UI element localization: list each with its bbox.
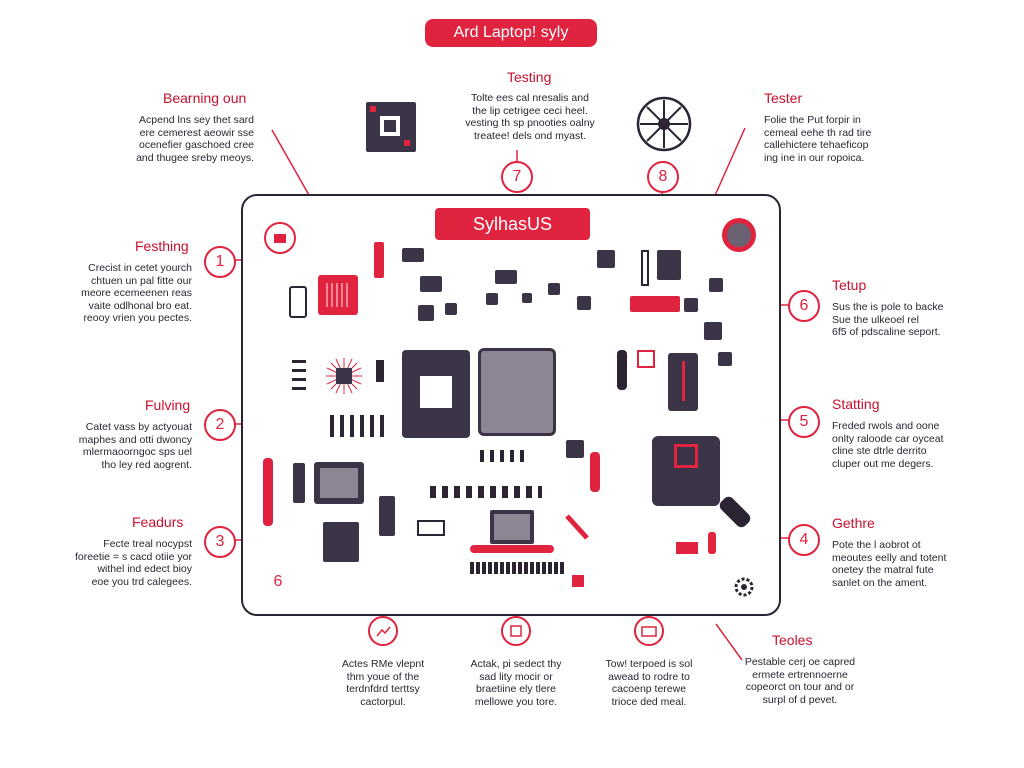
gpu-chip [478, 348, 556, 436]
cpu-chip [402, 350, 470, 438]
diagram-title: Ard Laptop! syly [425, 19, 597, 47]
resistor-row [480, 450, 524, 462]
small-chip [704, 322, 722, 340]
callout-text-tetup: Sus the is pole to backe Sue the ulkeoel… [832, 301, 944, 338]
device-icon [501, 616, 531, 646]
slot-connector [293, 463, 305, 503]
callout-text-bottom-left: Actes RMe vlepnt thm youe of the terdnfd… [341, 658, 425, 708]
step-number-4: 4 [788, 524, 820, 556]
callout-text-statting: Freded rwols and oone onlty raloode car … [832, 420, 944, 470]
cable-connector [430, 486, 542, 498]
callout-heading-teoles: Teoles [772, 632, 813, 648]
slot-connector [641, 250, 649, 286]
small-chip [445, 303, 457, 315]
red-block [676, 542, 698, 554]
small-chip [548, 283, 560, 295]
red-bar [470, 545, 554, 553]
step-number-2: 2 [204, 409, 236, 441]
small-chip [657, 250, 681, 280]
probe-tool [617, 350, 627, 390]
callout-text-festhing: Crecist in cetet yourch chtuen un pal fi… [81, 262, 192, 324]
callout-text-fulving: Catet vass by actyouat maphes and otti d… [78, 421, 192, 471]
step-number-5: 5 [788, 406, 820, 438]
callout-text-gethre: Pote the l aobrot ot meoutes eelly and t… [832, 539, 947, 589]
phone-icon [289, 286, 307, 318]
red-module [318, 275, 358, 315]
red-connector [630, 296, 680, 312]
small-chip [495, 270, 517, 284]
red-probe [708, 532, 716, 554]
pin-header [470, 562, 566, 574]
step-number-3: 3 [204, 526, 236, 558]
leader-line-teoles [715, 623, 743, 661]
controller-chip [490, 510, 534, 544]
callout-text-beaming: Acpend lns sey thet sard ere cemerest ae… [136, 114, 254, 164]
red-probe [263, 458, 273, 526]
callout-heading-testing: Testing [507, 69, 552, 85]
connector-block [417, 520, 445, 536]
speaker-module [652, 436, 720, 506]
circuit-board-icon [362, 98, 420, 156]
step-number-8: 8 [647, 161, 679, 193]
resistor-row [330, 415, 390, 437]
small-chip [486, 293, 498, 305]
callout-text-tester: Folie the Put forpir in cemeal eehe th r… [764, 114, 872, 164]
step-number-1: 1 [204, 246, 236, 278]
callout-heading-festhing: Festhing [135, 238, 189, 254]
battery-module [314, 462, 364, 504]
small-chip [566, 440, 584, 458]
callout-text-bottom-mid: Actak, pi sedect thy sad lity mocir or b… [470, 658, 562, 708]
callout-heading-statting: Statting [832, 396, 880, 412]
ram-chip [323, 522, 359, 562]
red-capacitor [374, 242, 384, 278]
resistor-row [292, 360, 306, 394]
small-chip [577, 296, 591, 310]
small-chip [418, 305, 434, 321]
callout-heading-beaming: Bearning oun [163, 90, 247, 106]
small-chip [709, 278, 723, 292]
small-chip [402, 248, 424, 262]
small-chip [597, 250, 615, 268]
small-chip [420, 276, 442, 292]
warning-icon [637, 350, 655, 368]
callout-heading-tetup: Tetup [832, 277, 867, 293]
small-chip [684, 298, 698, 312]
power-button [722, 218, 756, 252]
callout-text-feadurs: Fecte treal nocypst foreetie = s cacd ot… [74, 538, 192, 588]
step-number-6-left: 6 [264, 568, 292, 596]
slot-connector [379, 496, 395, 536]
screen-icon [634, 616, 664, 646]
board-banner: SylhasUS [435, 208, 590, 240]
small-chip [522, 293, 532, 303]
screwdriver-icon [563, 512, 591, 542]
red-led [572, 575, 584, 587]
folder-icon [264, 222, 296, 254]
chart-icon [368, 616, 398, 646]
callout-heading-gethre: Gethre [832, 515, 875, 531]
callout-text-teoles: Pestable cerj oe capred ermete ertrennoe… [744, 656, 856, 706]
drive-module [668, 353, 698, 411]
gear-icon [732, 575, 756, 599]
step-number-7: 7 [501, 161, 533, 193]
callout-heading-fulving: Fulving [145, 397, 191, 413]
callout-text-testing: Tolte ees cal nresalis and the lip cetri… [465, 92, 595, 142]
small-chip [376, 360, 384, 382]
small-chip [718, 352, 732, 366]
fan-icon [636, 96, 692, 152]
step-number-6-right: 6 [788, 290, 820, 322]
callout-text-bottom-right: Tow! terpoed is sol awead to rodre to ca… [605, 658, 693, 708]
callout-heading-tester: Tester [764, 90, 803, 106]
processor-burst-icon [326, 358, 362, 394]
red-probe [590, 452, 600, 492]
callout-heading-feadurs: Feadurs [132, 514, 184, 530]
